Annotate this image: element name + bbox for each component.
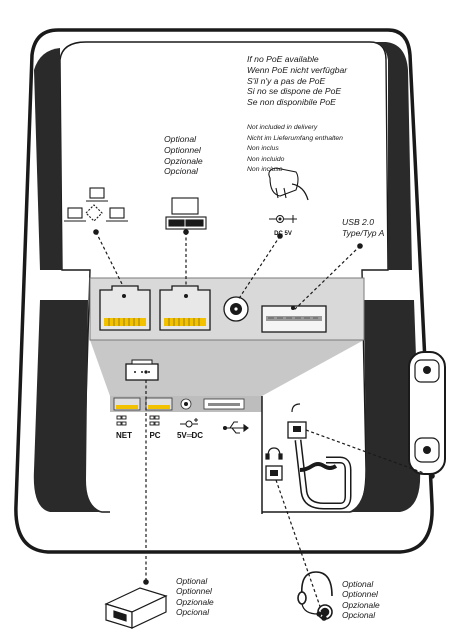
phone-right-band-lower (348, 300, 421, 512)
handset-cable-route (294, 439, 352, 510)
net-port-icon (116, 415, 127, 426)
headset-socket (265, 465, 283, 481)
power-adapter-icon (268, 167, 309, 201)
net-port-label: NET (116, 431, 132, 440)
usb-symbol-icon (222, 421, 249, 434)
network-icon (64, 187, 128, 222)
dc-polarity-icon (269, 215, 297, 223)
headset-port-icon (265, 447, 283, 460)
pc-port-icon (149, 415, 160, 426)
usb-port-zoomed (261, 305, 327, 333)
dc-port-icon (180, 418, 198, 428)
optional-headset-label: Optional Optionnel Opzionale Opcional (342, 579, 380, 620)
connection-dots (93, 229, 435, 621)
pc-icon (165, 197, 207, 230)
power-port-voltage: 5V (176, 431, 187, 440)
net-port-zoomed (99, 285, 151, 331)
dc-jack-zoomed (223, 296, 249, 322)
optional-pc-label: Optional Optionnel Opzionale Opcional (164, 134, 203, 177)
phone-left-band (34, 48, 62, 270)
power-port-label: 5V═DC (176, 431, 204, 440)
pc-port-zoomed (159, 285, 211, 331)
usb-label: USB 2.0 Type/Typ A (342, 217, 385, 238)
zoom-funnel (90, 340, 364, 396)
connection-lines (95, 231, 433, 619)
poe-note: If no PoE available Wenn PoE nicht verfü… (247, 54, 348, 108)
port-label-panel (110, 412, 220, 514)
not-included-note: Not included in delivery Nicht im Liefer… (247, 124, 343, 174)
ehs-socket (125, 359, 159, 381)
handset-socket (287, 421, 307, 439)
power-port-dc: DC (191, 431, 204, 440)
pc-port-label: PC (149, 431, 161, 440)
handset-port-icon (291, 403, 301, 413)
dc-label: DC 5V (274, 231, 292, 237)
phone-right-band (372, 42, 412, 270)
optional-adapter-label: Optional Optionnel Opzionale Opcional (176, 576, 214, 617)
phone-left-band-lower (33, 300, 104, 512)
handset-icon (408, 351, 446, 475)
headset-icon (297, 571, 333, 620)
ehs-adapter-icon (104, 587, 168, 629)
